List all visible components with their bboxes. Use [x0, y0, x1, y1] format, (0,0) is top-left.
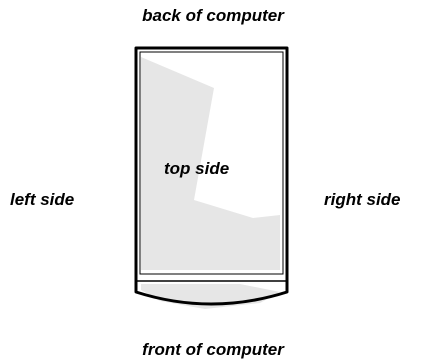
front-of-computer-label: front of computer	[142, 340, 284, 359]
computer-outline	[134, 46, 289, 306]
computer-body	[134, 46, 289, 309]
top-surface-outline	[139, 51, 284, 275]
top-side-label: top side	[164, 159, 230, 178]
right-side-label: right side	[324, 190, 401, 209]
left-side-label: left side	[10, 190, 75, 209]
top-surface-shading	[141, 57, 280, 270]
back-of-computer-label: back of computer	[142, 6, 284, 25]
